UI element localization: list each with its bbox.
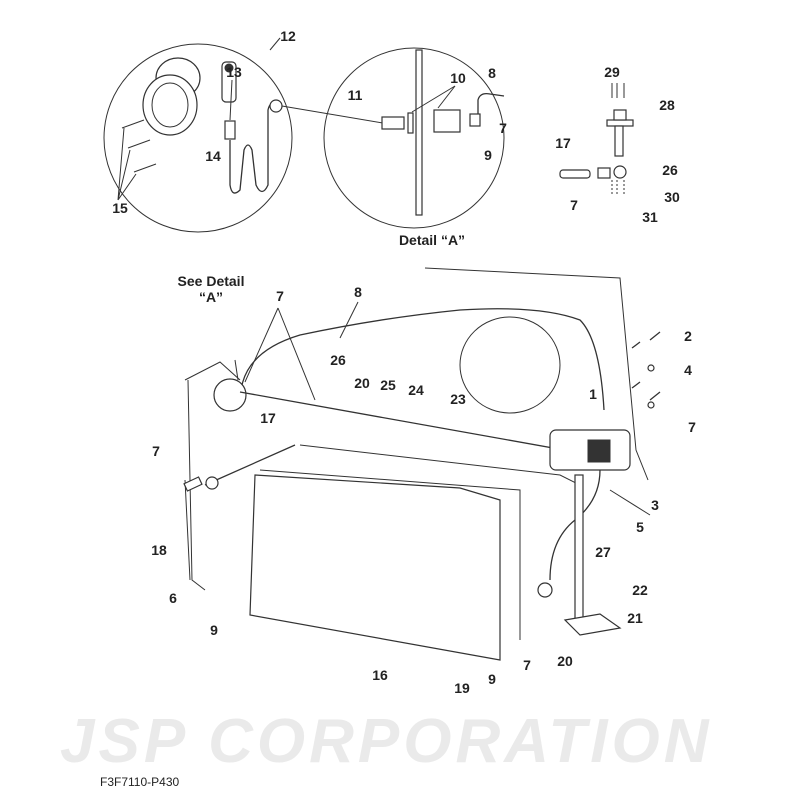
callout-31: 31 <box>642 209 658 225</box>
callout-1: 1 <box>589 386 597 402</box>
callout-7: 7 <box>152 443 160 459</box>
callout-29: 29 <box>604 64 620 80</box>
callout-7: 7 <box>499 120 507 136</box>
callout-24: 24 <box>408 382 424 398</box>
callout-7: 7 <box>688 419 696 435</box>
callout-13: 13 <box>226 64 242 80</box>
callout-7: 7 <box>276 288 284 304</box>
callout-16: 16 <box>372 667 388 683</box>
detail-a-caption: Detail “A” <box>399 232 465 248</box>
main-assembly <box>183 267 661 661</box>
callout-23: 23 <box>450 391 466 407</box>
detail-leader-line <box>281 105 384 124</box>
callout-8: 8 <box>488 65 496 81</box>
detail-fill-cap-circle <box>103 37 293 233</box>
callout-18: 18 <box>151 542 167 558</box>
callout-26: 26 <box>330 352 346 368</box>
detail-a-circle <box>323 47 505 229</box>
callout-9: 9 <box>484 147 492 163</box>
callout-10: 10 <box>450 70 466 86</box>
watermark: JSP CORPORATION <box>60 707 713 776</box>
callout-17: 17 <box>260 410 276 426</box>
callout-20: 20 <box>354 375 370 391</box>
callout-14: 14 <box>205 148 221 164</box>
callout-25: 25 <box>380 377 396 393</box>
callout-3: 3 <box>651 497 659 513</box>
callout-22: 22 <box>632 582 648 598</box>
callout-7: 7 <box>523 657 531 673</box>
callout-30: 30 <box>664 189 680 205</box>
callout-5: 5 <box>636 519 644 535</box>
callout-26: 26 <box>662 162 678 178</box>
callout-12: 12 <box>280 28 296 44</box>
callout-7: 7 <box>570 197 578 213</box>
callout-4: 4 <box>684 362 692 378</box>
callout-15: 15 <box>112 200 128 216</box>
callout-11: 11 <box>348 87 363 103</box>
callout-19: 19 <box>454 680 470 696</box>
callout-20: 20 <box>557 653 573 669</box>
callout-17: 17 <box>555 135 571 151</box>
drawing-code: F3F7110-P430 <box>100 775 179 789</box>
callout-2: 2 <box>684 328 692 344</box>
callout-6: 6 <box>169 590 177 606</box>
valve-assembly <box>559 83 634 195</box>
see-detail-a-line1: See Detail <box>178 273 245 289</box>
callout-8: 8 <box>354 284 362 300</box>
callout-21: 21 <box>627 610 643 626</box>
see-detail-a-line2: “A” <box>199 289 223 305</box>
callout-27: 27 <box>595 544 611 560</box>
callout-9: 9 <box>210 622 218 638</box>
callout-28: 28 <box>659 97 675 113</box>
callout-9: 9 <box>488 671 496 687</box>
